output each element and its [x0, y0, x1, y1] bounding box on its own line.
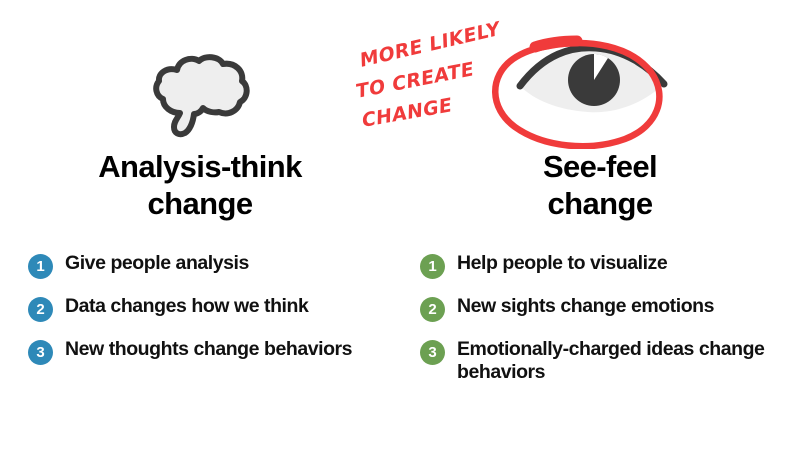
left-hero-graphic — [0, 28, 400, 143]
step-number-badge: 3 — [28, 340, 53, 365]
step-number-badge: 2 — [28, 297, 53, 322]
list-item: 2 New sights change emotions — [420, 295, 800, 322]
right-heading-line1: See-feel — [542, 149, 658, 184]
right-heading: See-feel change — [400, 148, 800, 222]
step-text: New sights change emotions — [457, 295, 715, 317]
right-hero-graphic — [400, 28, 800, 143]
step-number-badge: 1 — [420, 254, 445, 279]
step-text: New thoughts change behaviors — [65, 338, 353, 360]
list-item: 1 Give people analysis — [28, 252, 400, 279]
list-item: 3 Emotionally-charged ideas change behav… — [420, 338, 800, 384]
step-text: Help people to visualize — [457, 252, 668, 274]
left-heading-line1: Analysis-think — [98, 149, 302, 184]
left-heading-line2: change — [147, 186, 254, 221]
list-item: 3 New thoughts change behaviors — [28, 338, 400, 365]
see-feel-column: See-feel change 1 Help people to visuali… — [400, 0, 800, 467]
right-heading-line2: change — [547, 186, 654, 221]
left-steps-list: 1 Give people analysis 2 Data changes ho… — [0, 252, 400, 381]
step-number-badge: 3 — [420, 340, 445, 365]
step-text: Emotionally-charged ideas change behavio… — [457, 338, 765, 383]
eye-icon — [516, 44, 668, 113]
step-number-badge: 2 — [420, 297, 445, 322]
list-item: 1 Help people to visualize — [420, 252, 800, 279]
list-item: 2 Data changes how we think — [28, 295, 400, 322]
analysis-think-column: Analysis-think change 1 Give people anal… — [0, 28, 400, 381]
step-number-badge: 1 — [28, 254, 53, 279]
step-text: Give people analysis — [65, 252, 249, 274]
step-text: Data changes how we think — [65, 295, 309, 317]
left-heading: Analysis-think change — [0, 148, 400, 222]
brain-icon — [153, 54, 250, 138]
right-steps-list: 1 Help people to visualize 2 New sights … — [400, 252, 800, 400]
